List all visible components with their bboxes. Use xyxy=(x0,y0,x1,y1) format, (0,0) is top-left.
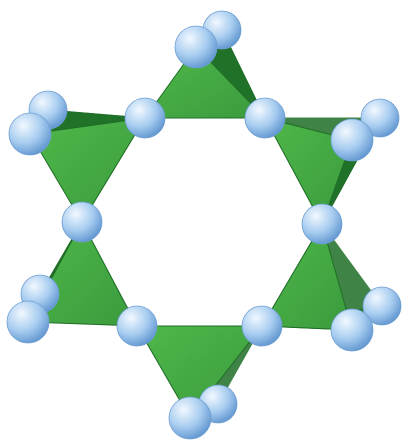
tetrahedron-upper-left-front-face xyxy=(29,117,146,223)
oxygen-atom-bridging-d xyxy=(241,305,283,347)
oxygen-atoms-layer xyxy=(6,10,402,440)
oxygen-atom-bridging-f xyxy=(61,201,103,243)
oxygen-atom-lower-right-back xyxy=(362,286,402,326)
tetrahedron-upper-right-front-face xyxy=(264,117,353,225)
oxygen-atom-upper-right-apex xyxy=(330,118,374,162)
tetrahedron-bottom-front-face xyxy=(136,325,263,419)
oxygen-atom-bridging-e xyxy=(116,305,158,347)
oxygen-atom-lower-left-apex xyxy=(6,300,50,344)
tetrahedron-lower-right-front-face xyxy=(261,223,353,331)
oxygen-atom-bridging-a xyxy=(124,97,166,139)
oxygen-atom-bridging-b xyxy=(244,97,286,139)
tetrahedron-top-front-face xyxy=(144,46,266,119)
oxygen-atom-upper-right-back xyxy=(360,98,400,138)
oxygen-atom-upper-left-apex xyxy=(8,112,52,156)
oxygen-atom-lower-right-apex xyxy=(330,308,374,352)
oxygen-atom-bridging-c xyxy=(301,203,343,245)
oxygen-atom-bottom-apex xyxy=(168,396,212,440)
oxygen-atom-top-apex xyxy=(174,25,218,69)
